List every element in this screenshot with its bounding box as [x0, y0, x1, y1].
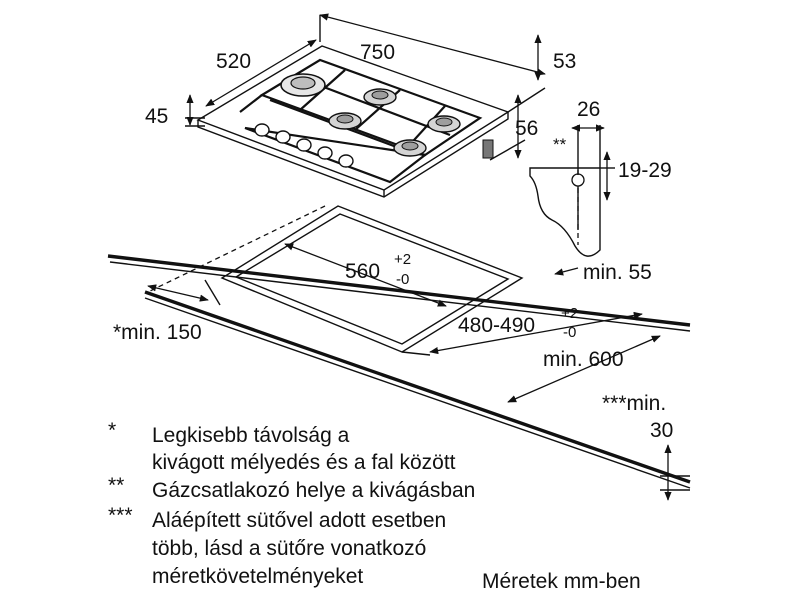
hob-dimension-lines: [185, 13, 546, 161]
worktop-front-edge: [144, 290, 691, 484]
knob-5: [338, 154, 354, 168]
label-min-30-line1: ***min.: [602, 392, 667, 415]
label-45: 45: [145, 105, 169, 128]
gas-connector: [482, 139, 494, 159]
label-560: 560: [345, 260, 381, 283]
worktop-front-edge-lower: [144, 297, 691, 489]
gas-connection-point: [571, 173, 585, 187]
dim-min-55: [554, 267, 579, 276]
label-53: 53: [553, 50, 577, 73]
dim-750: [319, 13, 546, 76]
wall-line-dashed: [147, 205, 326, 293]
burner-5-cap: [401, 141, 419, 151]
label-480-490-tol-minus: -0: [563, 324, 577, 341]
knob-4: [317, 146, 333, 160]
label-520: 520: [216, 50, 252, 73]
label-profile-marker: **: [553, 135, 567, 154]
label-750: 750: [360, 41, 396, 64]
note-1-line-1: Legkisebb távolság a: [152, 424, 350, 447]
note-1-line-2: kivágott mélyedés és a fal között: [152, 451, 456, 474]
label-480-490: 480-490: [458, 314, 536, 337]
burner-2-cap: [371, 90, 389, 100]
knob-2: [275, 130, 291, 144]
note-2-mark: **: [108, 474, 125, 497]
dim-min-600: [507, 335, 661, 403]
label-560-tol-plus: +2: [394, 251, 412, 268]
profile-outline: [529, 167, 601, 257]
label-19-29: 19-29: [618, 159, 672, 182]
label-480-490-tol-plus: +2: [561, 305, 579, 322]
note-3-mark: ***: [108, 504, 133, 527]
worktop-dimension-lines: [147, 243, 690, 501]
control-knobs: [254, 123, 354, 168]
label-min-150: *min. 150: [113, 321, 202, 344]
dim-min-150: [147, 284, 209, 302]
label-560-tol-minus: -0: [396, 271, 410, 288]
units-note: Méretek mm-ben: [482, 570, 641, 593]
note-2-line-1: Gázcsatlakozó helye a kivágásban: [152, 479, 476, 502]
dim-560: [284, 243, 447, 307]
note-3-line-2: több, lásd a sütőre vonatkozó: [152, 537, 427, 560]
burner-4-cap: [435, 117, 453, 127]
dim-520: [205, 39, 317, 107]
cutout-inner: [234, 213, 510, 345]
dim-480-490: [429, 311, 643, 355]
label-min-30-line2: 30: [650, 419, 674, 442]
knob-1: [254, 123, 270, 137]
label-min-600: min. 600: [543, 348, 624, 371]
label-min-55: min. 55: [583, 261, 652, 284]
burner-3-cap: [336, 114, 354, 124]
note-3-line-1: Aláépített sütővel adott esetben: [152, 509, 447, 532]
label-26: 26: [577, 98, 601, 121]
wok-burner-inner: [290, 76, 316, 90]
note-3-line-3: méretkövetelményeket: [152, 565, 364, 588]
worktop-profile: [529, 124, 615, 257]
label-56: 56: [515, 117, 539, 140]
note-1-mark: *: [108, 419, 117, 442]
knob-3: [296, 138, 312, 152]
grate-front-outline: [239, 94, 428, 184]
